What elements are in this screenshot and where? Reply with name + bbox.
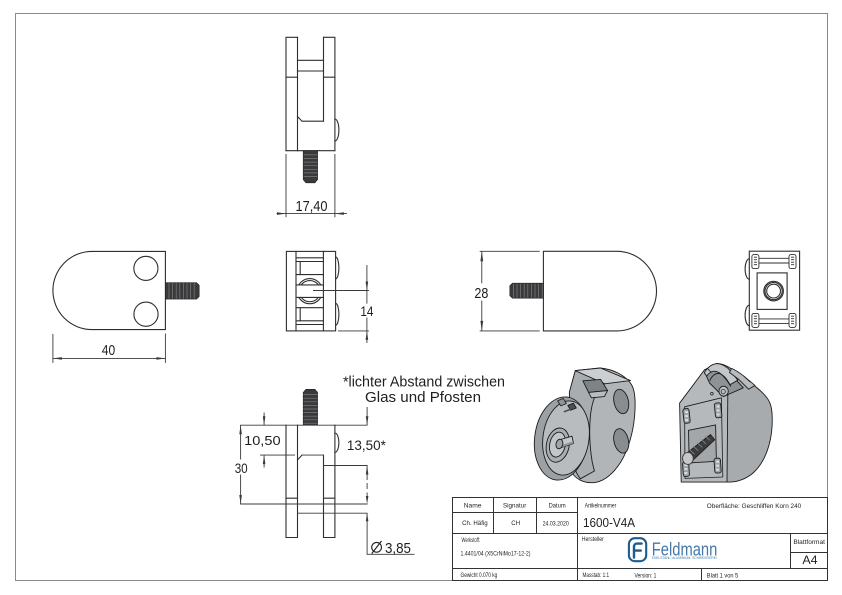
svg-text:1600-V4A: 1600-V4A bbox=[583, 515, 635, 530]
svg-text:14: 14 bbox=[360, 304, 374, 319]
svg-text:Artikelnummer: Artikelnummer bbox=[585, 503, 617, 510]
svg-text:13,50*: 13,50* bbox=[347, 438, 387, 453]
svg-text:28: 28 bbox=[474, 285, 488, 302]
svg-text:Blattformat: Blattformat bbox=[793, 539, 825, 546]
svg-text:Gewicht 0.070 kg: Gewicht 0.070 kg bbox=[461, 572, 498, 579]
svg-text:10,50: 10,50 bbox=[244, 433, 281, 448]
svg-text:17,40: 17,40 bbox=[296, 198, 328, 215]
svg-text:Werkstoff:: Werkstoff: bbox=[462, 537, 481, 544]
svg-text:A4: A4 bbox=[802, 553, 818, 567]
svg-text:EDELSTAHL- ALUMINIUM- SCHWEISS: EDELSTAHL- ALUMINIUM- SCHWEISSEREI bbox=[652, 556, 717, 560]
svg-text:Hersteller: Hersteller bbox=[582, 536, 605, 543]
svg-text:Datum: Datum bbox=[549, 503, 566, 510]
svg-text:Name: Name bbox=[464, 503, 482, 510]
svg-text:40: 40 bbox=[102, 342, 115, 359]
svg-text:Masstab: 1:1: Masstab: 1:1 bbox=[583, 572, 610, 579]
svg-text:24.03.2020: 24.03.2020 bbox=[543, 521, 569, 528]
svg-text:Glas und Pfosten: Glas und Pfosten bbox=[365, 389, 481, 406]
svg-text:Feldmann: Feldmann bbox=[652, 539, 718, 560]
svg-text:Signatur: Signatur bbox=[503, 503, 527, 510]
svg-text:Ch. Häfig: Ch. Häfig bbox=[462, 520, 488, 527]
svg-text:CH: CH bbox=[511, 520, 520, 527]
svg-text:30: 30 bbox=[235, 461, 248, 476]
svg-text:3,85: 3,85 bbox=[385, 541, 411, 557]
svg-text:Oberfläche: Geschliffen Korn: Oberfläche: Geschliffen Korn 240 bbox=[707, 503, 802, 510]
svg-text:Blatt 1 von 5: Blatt 1 von 5 bbox=[707, 572, 739, 579]
svg-text:1.4401/04 (X5CrNiMo17-12-2): 1.4401/04 (X5CrNiMo17-12-2) bbox=[461, 551, 531, 558]
svg-text:Version: 1: Version: 1 bbox=[635, 572, 657, 579]
svg-text:*lichter Abstand zwischen: *lichter Abstand zwischen bbox=[343, 374, 505, 391]
